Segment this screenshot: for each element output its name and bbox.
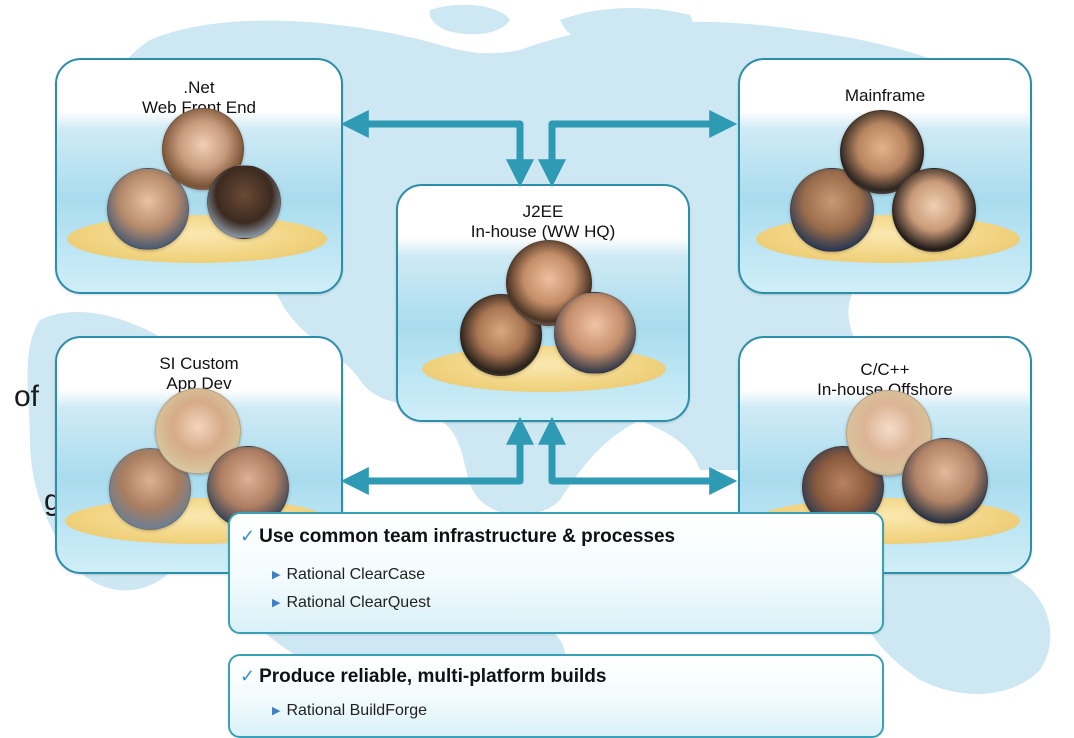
callout-heading-text: Use common team infrastructure & process… [259, 526, 676, 547]
side-text-fragment: of [14, 380, 40, 413]
callout-bullet-item: ▶ Rational ClearQuest [272, 594, 431, 612]
callout-item-text: Rational BuildForge [286, 702, 427, 719]
person-avatar [554, 292, 636, 374]
team-title-line: App Dev [166, 374, 232, 393]
team-title: .Net Web Front End [57, 78, 341, 118]
person-avatar [107, 168, 189, 250]
team-title-line: SI Custom [159, 354, 239, 373]
team-title: C/C++ In-house Offshore [740, 360, 1030, 400]
callout-heading: ✓Produce reliable, multi-platform builds [240, 666, 606, 688]
callout-bullet-item: ▶ Rational BuildForge [272, 702, 427, 720]
team-box-dotnet: .Net Web Front End [55, 58, 343, 294]
team-box-j2ee: J2EE In-house (WW HQ) [396, 184, 690, 422]
team-box-mainframe: Mainframe [738, 58, 1032, 294]
team-title: J2EE In-house (WW HQ) [398, 202, 688, 242]
team-title-line: .Net [183, 78, 215, 97]
team-title-line: Web Front End [141, 98, 257, 117]
callout-heading-text: Produce reliable, multi-platform builds [259, 666, 607, 687]
bullet-triangle-icon: ▶ [272, 705, 281, 717]
team-title-line: In-house (WW HQ) [470, 222, 616, 241]
callout-item-text: Rational ClearQuest [286, 594, 431, 611]
callout-heading: ✓Use common team infrastructure & proces… [240, 526, 675, 548]
bullet-triangle-icon: ▶ [272, 597, 281, 609]
team-title: SI Custom App Dev [57, 354, 341, 394]
callout-item-text: Rational ClearCase [286, 566, 426, 583]
check-icon: ✓ [240, 526, 256, 546]
callout-bullet-item: ▶ Rational ClearCase [272, 566, 425, 584]
person-avatar [902, 438, 988, 524]
callout-builds: ✓Produce reliable, multi-platform builds… [228, 654, 884, 738]
team-title-line: J2EE [522, 202, 564, 221]
check-icon: ✓ [240, 666, 256, 686]
team-title: Mainframe [740, 86, 1030, 106]
person-avatar [207, 165, 281, 239]
team-title-line: C/C++ [860, 360, 910, 379]
team-title-line: In-house Offshore [817, 380, 953, 399]
team-title-line: Mainframe [844, 86, 926, 105]
island [67, 215, 327, 263]
bullet-triangle-icon: ▶ [272, 569, 281, 581]
person-avatar [892, 168, 976, 252]
callout-team-infrastructure: ✓Use common team infrastructure & proces… [228, 512, 884, 634]
